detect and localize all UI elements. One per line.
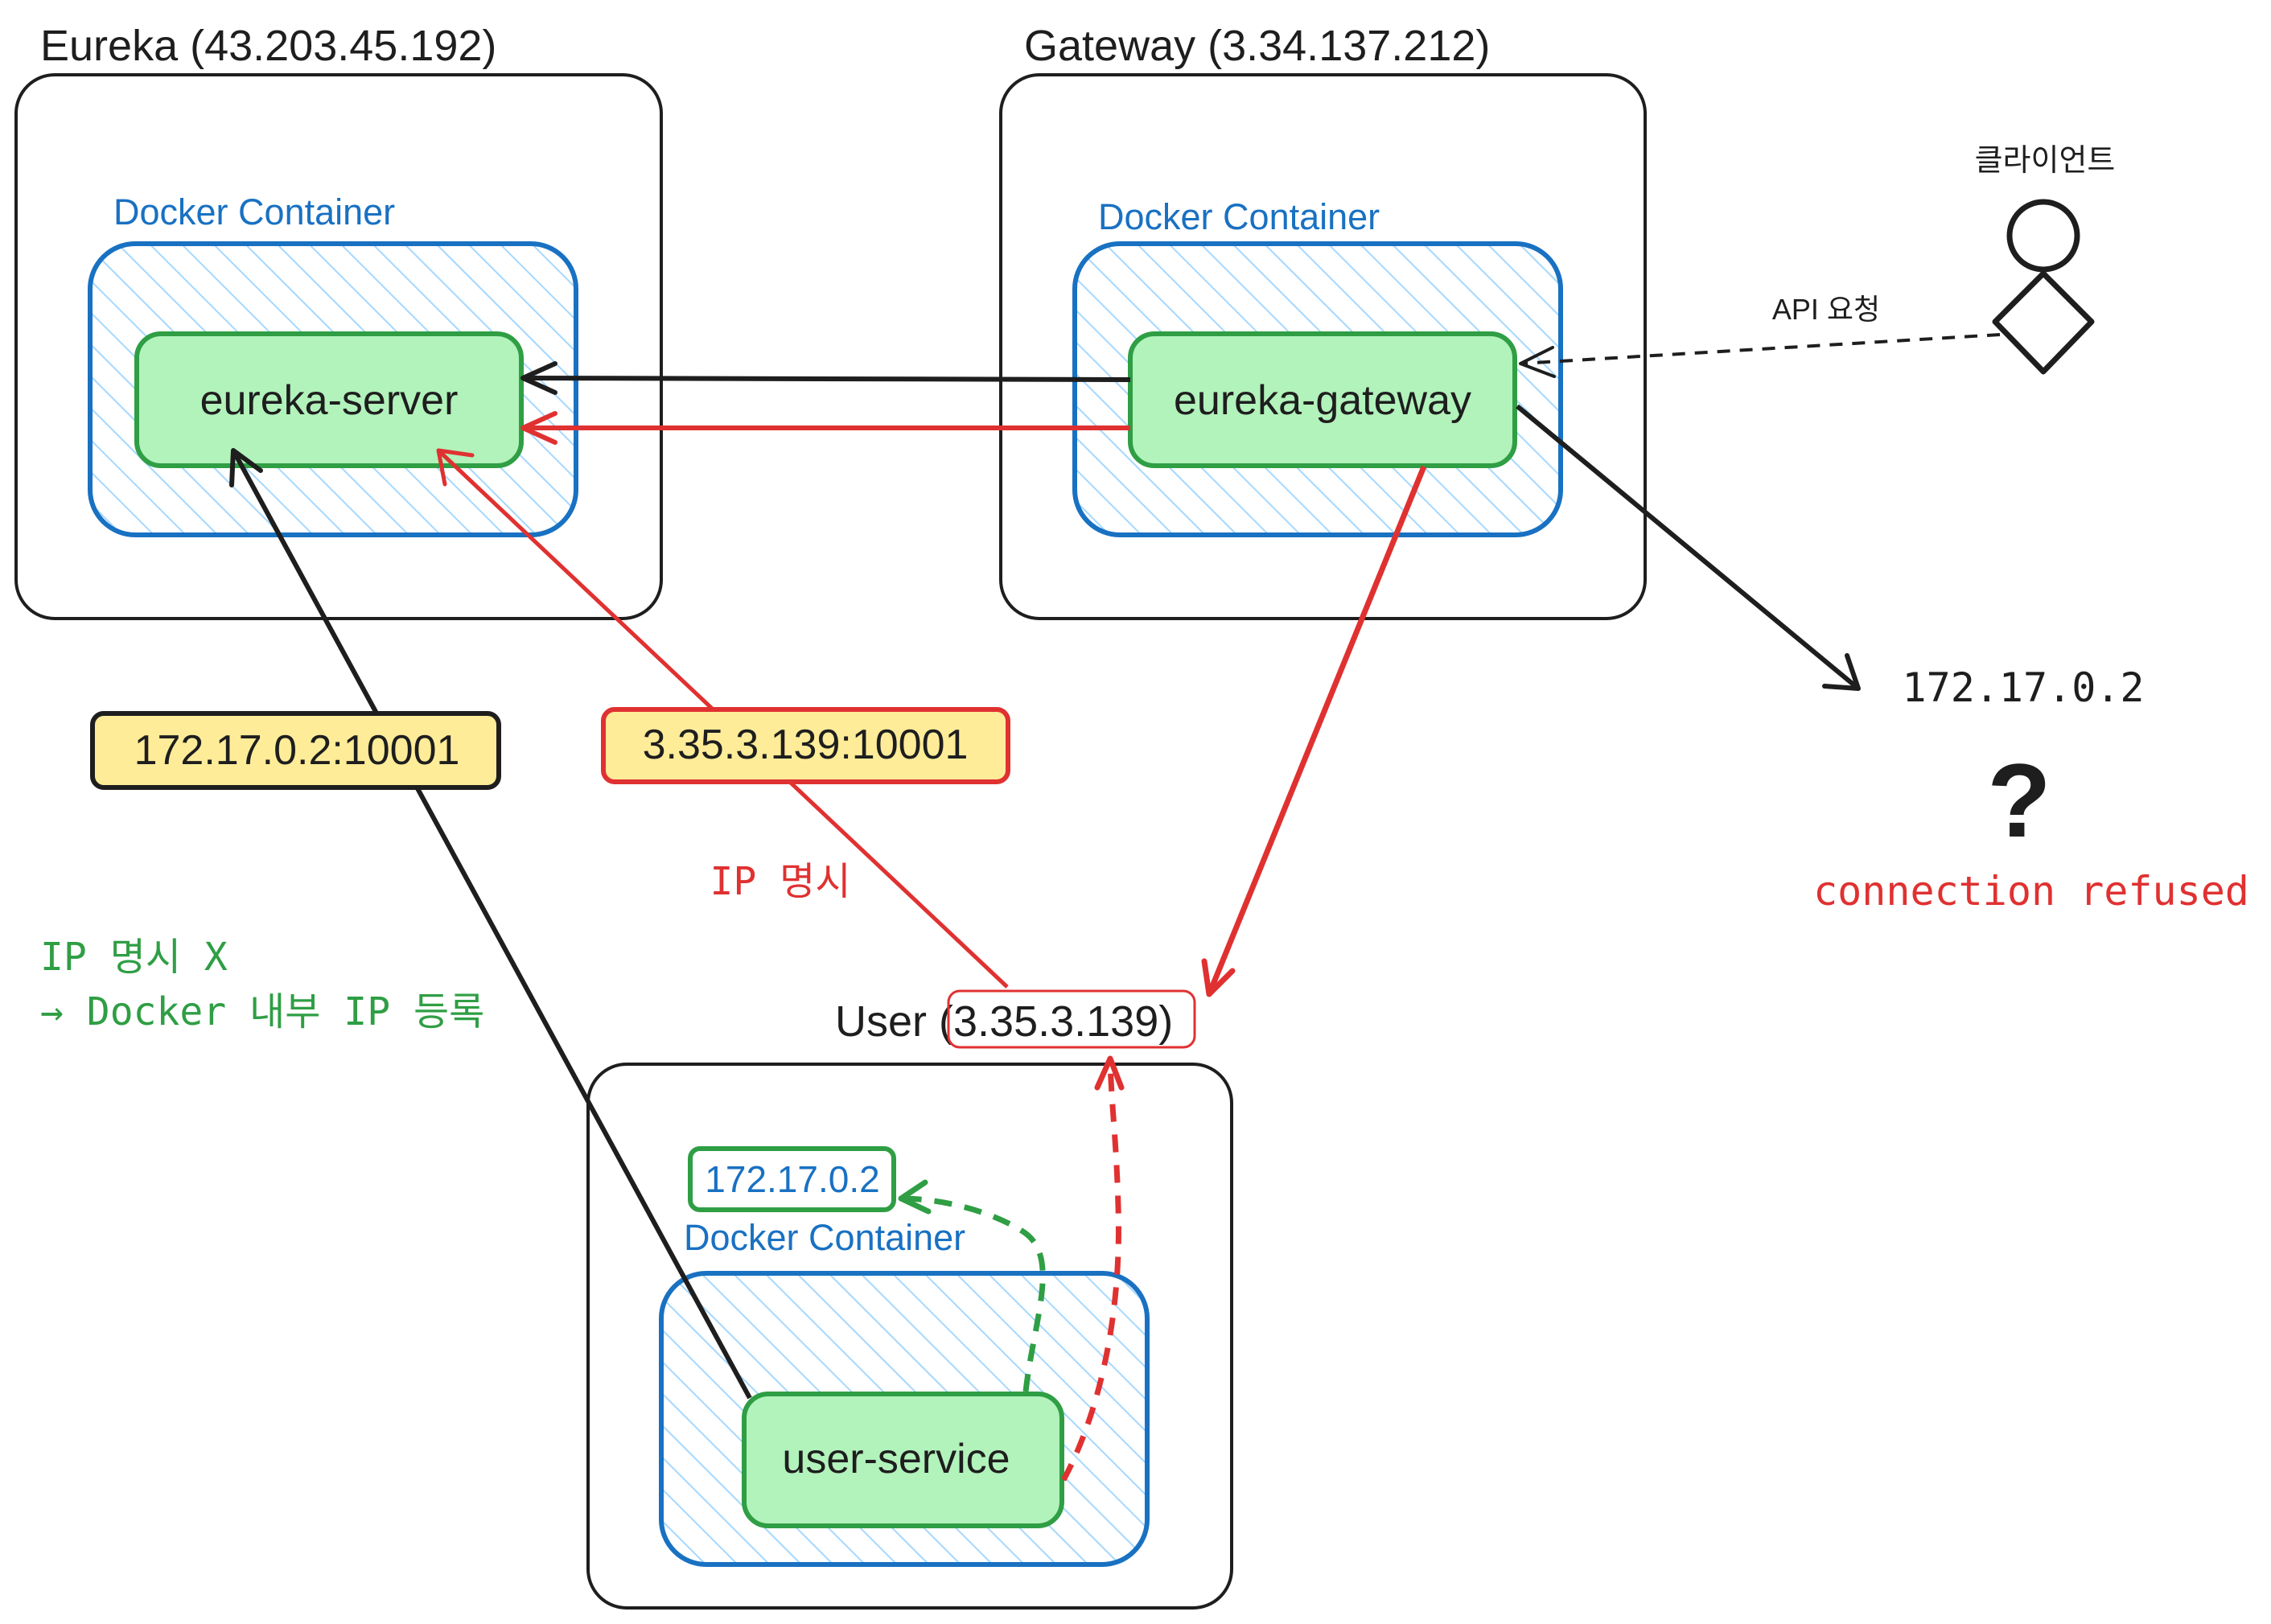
- user-host-label: User (3.35.3.139): [835, 997, 1173, 1046]
- eureka-gateway-node: [1128, 331, 1517, 468]
- target-ip-label: 172.17.0.2: [1902, 664, 2144, 711]
- eureka-server-label: eureka-server: [200, 377, 459, 424]
- internal-ip-label: 172.17.0.2: [705, 1158, 879, 1200]
- ip-explicit-note: IP 명시: [710, 859, 850, 904]
- eureka-host-label: Eureka (43.203.45.192): [40, 22, 496, 70]
- user-host-ip: (3.35.3.139): [939, 997, 1173, 1046]
- user-service-label: user-service: [782, 1436, 1010, 1482]
- explicit-registration-label: 3.35.3.139:10001: [643, 722, 969, 768]
- api-request-arrow: [1519, 333, 2001, 378]
- user-to-host-ip-dashed-arrow: [1060, 1055, 1125, 1482]
- internal-ip-box: [688, 1146, 896, 1212]
- user-to-eureka-internal-arrow: [229, 448, 752, 1400]
- user-service-node: [742, 1392, 1064, 1528]
- eureka-server-node: [134, 331, 524, 468]
- ip-not-explicit-note-line1: IP 명시 X: [40, 935, 228, 980]
- gateway-host-box: [999, 73, 1647, 620]
- eureka-gateway-label: eureka-gateway: [1174, 377, 1471, 424]
- internal-registration-badge: [90, 711, 501, 790]
- gateway-to-user-arrow: [1201, 465, 1427, 997]
- gateway-container-label: Docker Container: [1098, 196, 1380, 237]
- user-to-internal-ip-dashed-arrow: [898, 1179, 1046, 1392]
- question-mark: ?: [1987, 742, 2051, 859]
- user-host-box: [586, 1063, 1233, 1610]
- user-container-label: Docker Container: [684, 1217, 965, 1258]
- eureka-host-box: [14, 73, 663, 620]
- explicit-registration-badge: [601, 707, 1010, 784]
- gateway-to-eureka-explicit-arrow: [520, 411, 1130, 445]
- gateway-host-label: Gateway (3.34.137.212): [1024, 22, 1490, 70]
- api-request-label: API 요청: [1772, 293, 1880, 326]
- person-icon: [1992, 199, 2095, 375]
- eureka-container-label: Docker Container: [113, 191, 395, 232]
- user-ip-highlight: [947, 989, 1196, 1049]
- connection-refused-label: connection refused: [1813, 868, 2249, 915]
- user-host-name: User: [835, 997, 939, 1046]
- gateway-to-eureka-arrow: [520, 361, 1131, 395]
- gateway-to-internal-ip-arrow: [1516, 404, 1861, 691]
- internal-registration-label: 172.17.0.2:10001: [134, 727, 460, 774]
- client-label: 클라이언트: [1975, 144, 2116, 178]
- ip-not-explicit-note-line2: → Docker 내부 IP 등록: [40, 989, 484, 1034]
